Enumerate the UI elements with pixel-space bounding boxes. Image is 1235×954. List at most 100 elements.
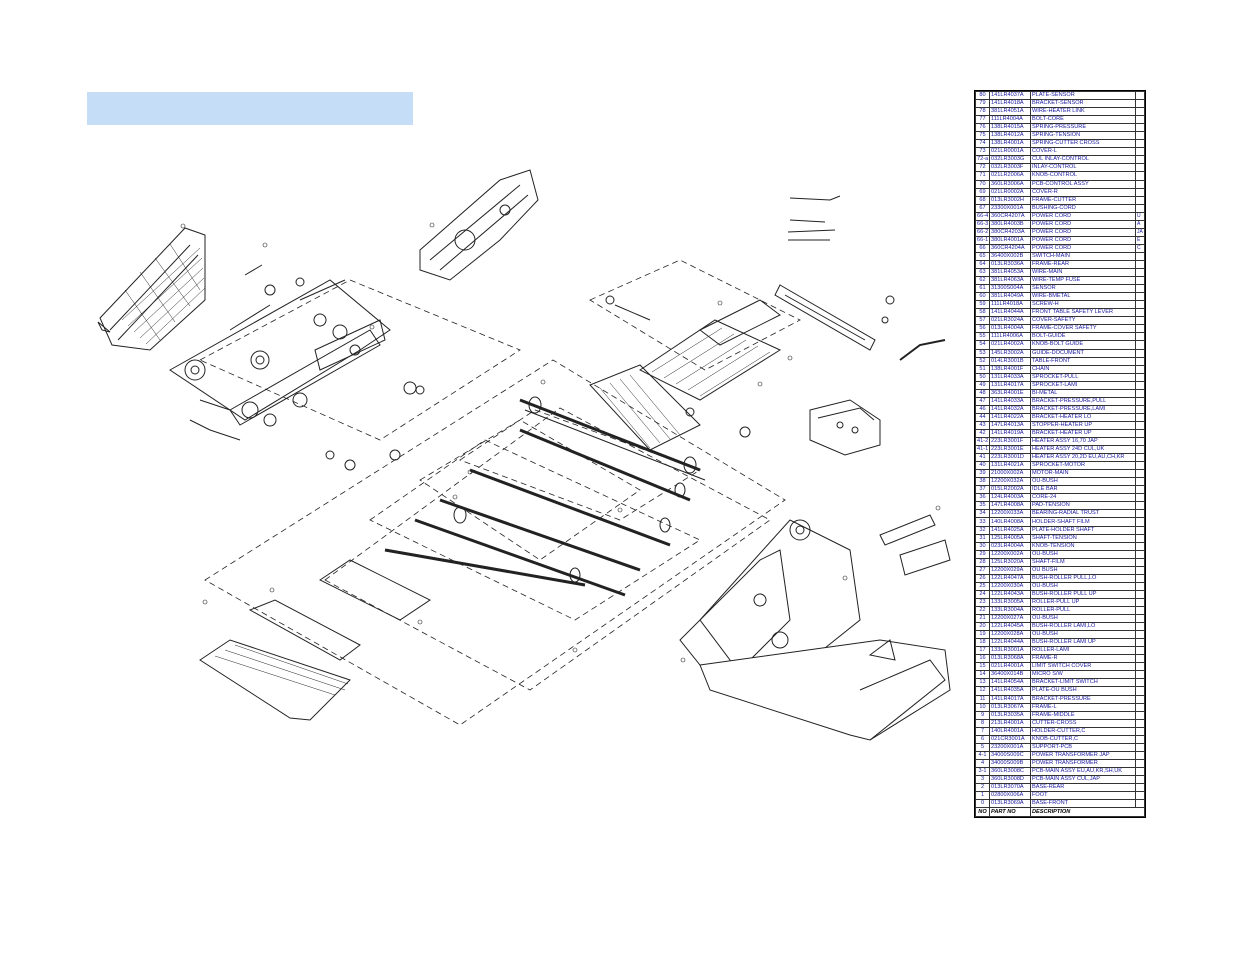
cell-note bbox=[1135, 268, 1145, 278]
cell-desc: POWER CORD bbox=[1030, 227, 1136, 237]
cell-note bbox=[1135, 742, 1145, 752]
cell-code: 013LR3069A bbox=[989, 799, 1031, 809]
cell-desc: COVER-SAFETY bbox=[1030, 316, 1136, 326]
cell-desc: FRAME-R bbox=[1030, 654, 1136, 664]
cell-no: 31 bbox=[975, 533, 990, 543]
cell-note bbox=[1135, 517, 1145, 527]
cell-desc: CHAIN bbox=[1030, 364, 1136, 374]
cell-note bbox=[1135, 726, 1145, 736]
cell-note bbox=[1135, 348, 1145, 358]
cell-note bbox=[1135, 372, 1145, 382]
cell-desc: SWITCH-MAIN bbox=[1030, 251, 1136, 261]
cell-note bbox=[1135, 774, 1145, 785]
cell-no: 16 bbox=[975, 654, 990, 664]
cell-no: 66-1 bbox=[975, 235, 990, 245]
cell-no: 35 bbox=[975, 501, 990, 511]
cell-note bbox=[1135, 589, 1145, 599]
cell-code: 141LR4017A bbox=[989, 694, 1031, 704]
cell-desc: OU-BUSH bbox=[1030, 581, 1136, 591]
cell-note bbox=[1135, 300, 1145, 310]
cell-note: JA bbox=[1135, 227, 1145, 237]
cell-no: 19 bbox=[975, 630, 990, 640]
cell-no: 66-2 bbox=[975, 227, 990, 237]
cell-desc: POWER CORD bbox=[1030, 243, 1136, 253]
cell-desc: SUPPORT-PCB bbox=[1030, 742, 1136, 752]
cell-code: 133LR3005A bbox=[989, 597, 1031, 608]
cell-code: 223LR3001E bbox=[989, 445, 1031, 455]
cell-code: 223LR3001F bbox=[989, 437, 1031, 447]
cell-code: 140LR4001A bbox=[989, 726, 1031, 736]
cell-desc: BUSH-ROLLER PULL,LO bbox=[1030, 573, 1136, 583]
cell-no: 8 bbox=[975, 718, 990, 728]
cell-no: 24 bbox=[975, 589, 990, 599]
cell-note bbox=[1135, 622, 1145, 632]
cell-code: 381LR4049A bbox=[989, 292, 1031, 302]
cell-no: 5 bbox=[975, 742, 990, 752]
cell-code: 141LR4022A bbox=[989, 412, 1031, 422]
cell-desc: SCREW-H bbox=[1030, 300, 1136, 310]
cell-desc: SPROCKET-PULL bbox=[1030, 372, 1136, 382]
cell-no: 67 bbox=[975, 203, 990, 213]
cell-code: 014LR3001B bbox=[989, 356, 1031, 366]
cell-code: 141LR4054A bbox=[989, 678, 1031, 688]
cell-desc: BRACKET-SENSOR bbox=[1030, 99, 1136, 109]
cell-desc: KNOB-CUTTER,C bbox=[1030, 734, 1136, 744]
cell-no: 50 bbox=[975, 372, 990, 382]
cell-desc: LIMIT SWITCH COVER bbox=[1030, 662, 1136, 672]
cell-code: 141LR4035A bbox=[989, 686, 1031, 696]
cell-desc: HEATER ASSY 16,70 JAP bbox=[1030, 437, 1136, 447]
cell-note: E bbox=[1135, 235, 1145, 245]
cell-no: 59 bbox=[975, 300, 990, 310]
cell-note bbox=[1135, 461, 1145, 471]
cell-code: 141LR4019A bbox=[989, 428, 1031, 439]
cell-note bbox=[1135, 710, 1145, 720]
cell-note bbox=[1135, 332, 1145, 342]
cell-desc: POWER CORD bbox=[1030, 219, 1136, 229]
cell-code: 23300X001A bbox=[989, 203, 1031, 213]
cell-note bbox=[1135, 694, 1145, 704]
cell-no: 4-1 bbox=[975, 750, 990, 760]
control-panel bbox=[809, 399, 881, 456]
cell-desc: BUSH-ROLLER LAMI UP bbox=[1030, 638, 1136, 648]
cell-code: 021LR4002A bbox=[989, 340, 1031, 350]
cell-code: 140LR4008A bbox=[989, 517, 1031, 527]
cell-code: 021LR4001A bbox=[989, 662, 1031, 672]
cell-desc: INLAY-CONTROL bbox=[1030, 163, 1136, 173]
cell-note bbox=[1135, 115, 1145, 125]
cell-no: 28 bbox=[975, 557, 990, 567]
cell-desc: MICRO S/W bbox=[1030, 670, 1136, 680]
cell-desc: FOOT bbox=[1030, 791, 1136, 801]
cell-note bbox=[1135, 324, 1145, 334]
frame-right-assembly bbox=[679, 519, 951, 741]
cell-code: 145LR3002A bbox=[989, 348, 1031, 358]
cell-desc: BUSH-ROLLER LAMI,LO bbox=[1030, 622, 1136, 632]
cell-code: 013LR3070A bbox=[989, 783, 1031, 793]
cell-no: 44 bbox=[975, 412, 990, 422]
cell-note bbox=[1135, 614, 1145, 624]
cell-desc: OU-BUSH bbox=[1030, 477, 1136, 487]
cell-code: 021LR3024A bbox=[989, 316, 1031, 326]
cell-note bbox=[1135, 179, 1145, 189]
cell-note bbox=[1135, 356, 1145, 366]
cell-note bbox=[1135, 364, 1145, 374]
